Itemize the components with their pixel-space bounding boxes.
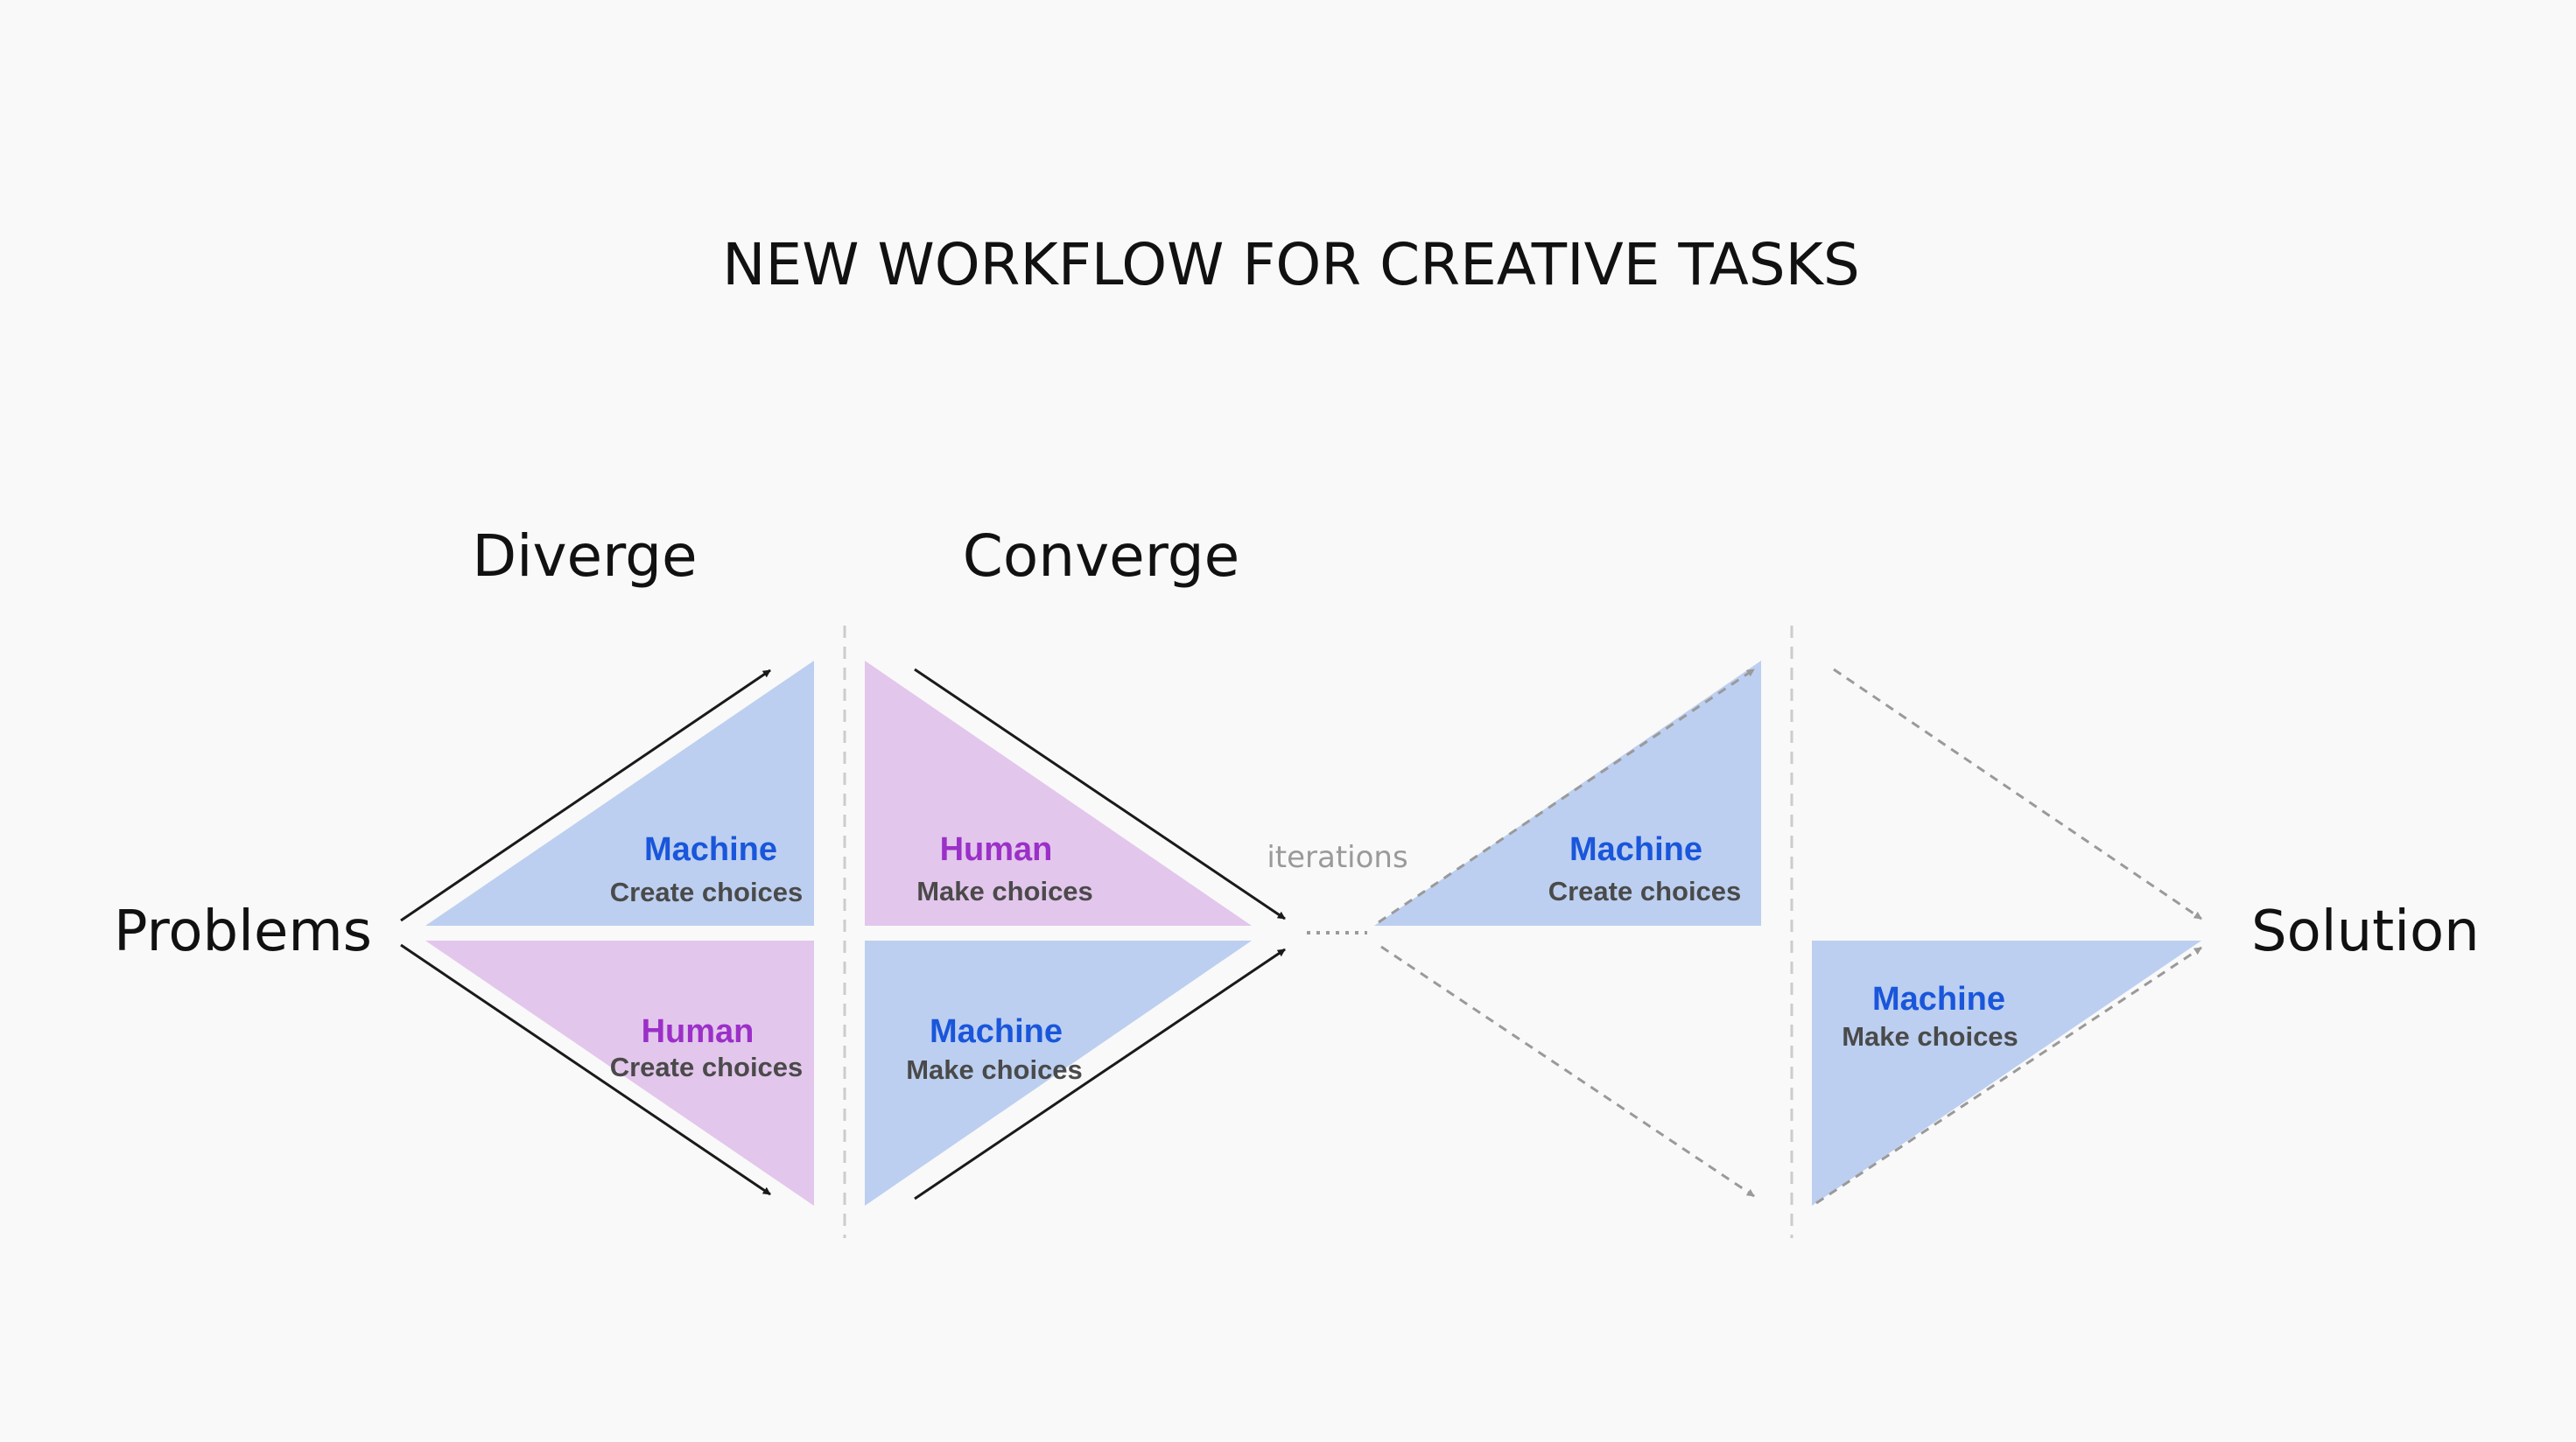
arrow-diverge-down xyxy=(400,943,771,1196)
action-label-converge-bottom: Make choices xyxy=(906,1054,1083,1085)
start-label-problems: Problems xyxy=(114,900,372,964)
arrow-iteration-converge-up xyxy=(1815,946,2202,1205)
diagram-title: NEW WORKFLOW FOR CREATIVE TASKS xyxy=(722,231,1860,298)
role-label-converge-bottom: Machine xyxy=(930,1013,1063,1050)
role-label-converge-top: Human xyxy=(940,831,1053,868)
end-label-solution: Solution xyxy=(2251,900,2480,964)
machine-triangle-converge-bottom xyxy=(865,941,1252,1206)
machine-triangle-iteration-converge xyxy=(1812,941,2201,1206)
phase-label-diverge: Diverge xyxy=(472,522,697,590)
human-triangle-diverge-bottom xyxy=(425,941,814,1206)
role-label-diverge-top: Machine xyxy=(644,831,777,868)
arrow-converge-down xyxy=(914,668,1286,920)
arrow-diverge-up xyxy=(400,668,771,922)
action-label-diverge-bottom: Create choices xyxy=(610,1052,804,1082)
action-label-iteration-converge: Make choices xyxy=(1842,1021,2018,1052)
role-label-diverge-bottom: Human xyxy=(642,1013,755,1050)
iterations-label: iterations xyxy=(1267,840,1407,875)
arrow-converge-up xyxy=(914,948,1286,1200)
arrow-iteration-diverge-up xyxy=(1378,668,1755,924)
role-label-iteration-converge: Machine xyxy=(1872,981,2005,1018)
phase-label-converge: Converge xyxy=(963,522,1239,590)
action-label-converge-top: Make choices xyxy=(916,876,1093,906)
role-label-iteration-diverge: Machine xyxy=(1569,831,1702,868)
machine-triangle-diverge-top xyxy=(425,661,814,926)
human-triangle-converge-top xyxy=(865,661,1252,926)
arrow-iteration-converge-down xyxy=(1833,668,2202,920)
action-label-diverge-top: Create choices xyxy=(610,877,804,907)
action-label-iteration-diverge: Create choices xyxy=(1548,876,1742,906)
arrow-iteration-diverge-down xyxy=(1380,945,1755,1198)
